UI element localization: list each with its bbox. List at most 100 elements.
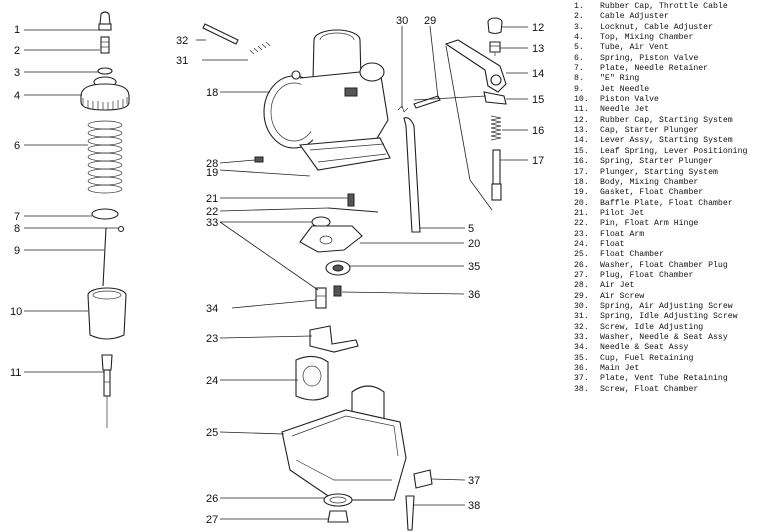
parts-legend-name: Pin, Float Arm Hinge [600,219,699,229]
callout-26: 26 [206,493,218,505]
parts-legend-name: Washer, Needle & Seat Assy [600,333,728,342]
parts-legend-item: 19.Gasket, Float Chamber [574,188,779,198]
parts-legend-number: 26. [574,260,589,270]
parts-legend-name: Gasket, Float Chamber [600,188,704,198]
callout-11: 11 [10,367,21,379]
parts-legend-number: 17. [574,167,589,177]
parts-legend-name: Rubber Cap, Starting System [600,115,733,125]
parts-legend-number: 20. [574,198,589,208]
parts-legend-item: 9.Jet Needle [574,85,779,95]
parts-legend-item: 20.Baffle Plate, Float Chamber [574,199,779,209]
callout-34: 34 [206,303,218,315]
callout-31: 31 [176,55,188,67]
parts-legend-name: Main Jet [600,364,640,374]
parts-legend-item: 28.Air Jet [574,281,779,291]
parts-legend-item: 29.Air Screw [574,292,779,302]
callout-33: 33 [206,217,218,229]
parts-legend-name: Needle & Seat Assy [600,343,689,353]
parts-legend-name: Plate, Needle Retainer [600,64,709,74]
parts-legend-name: Plate, Vent Tube Retaining [600,374,728,384]
parts-legend-item: 5.Tube, Air Vent [574,43,779,53]
callout-14: 14 [532,68,544,80]
parts-legend-number: 28. [574,281,589,291]
parts-legend-number: 9. [574,84,584,94]
parts-legend-name: Top, Mixing Chamber [600,33,694,43]
parts-legend-number: 15. [574,146,589,156]
callout-13: 13 [532,43,544,55]
parts-legend-number: 33. [574,333,589,342]
parts-legend-name: Rubber Cap, Throttle Cable [600,2,728,11]
callout-6: 6 [14,140,20,152]
leader-lines [24,25,528,520]
callout-38: 38 [468,500,480,512]
parts-legend-name: Locknut, Cable Adjuster [600,22,714,32]
parts-legend-item: 26.Washer, Float Chamber Plug [574,261,779,271]
callout-27: 27 [206,514,218,526]
parts-legend-item: 36. Main Jet [574,364,779,374]
parts-legend-item: 27.Plug, Float Chamber [574,271,779,281]
parts-legend-number: 35. [574,353,589,363]
parts-legend-number: 13. [574,126,589,136]
parts-legend-name: Piston Valve [600,95,659,105]
parts-legend-item: 37. Plate, Vent Tube Retaining [574,374,779,384]
callout-15: 15 [532,94,544,106]
parts-legend-name: Screw, Float Chamber [600,384,699,394]
parts-legend-item: 35.Cup, Fuel Retaining [574,354,779,364]
parts-legend-number: 34. [574,343,589,353]
parts-legend-item: 17. Plunger, Starting System [574,168,779,178]
parts-legend-name: Cable Adjuster [600,12,669,22]
callout-32: 32 [176,35,188,47]
callout-12: 12 [532,22,544,34]
parts-legend-name: Spring, Air Adjusting Screw [600,301,733,311]
parts-legend-number: 37. [574,374,589,384]
parts-legend-item: 14.Lever Assy, Starting System [574,136,779,146]
parts-legend-item: 32.Screw, Idle Adjusting [574,323,779,333]
parts-legend-number: 21. [574,208,589,218]
parts-legend-name: Tube, Air Vent [600,43,669,53]
callout-23: 23 [206,333,218,345]
parts-legend-number: 4. [574,33,584,43]
parts-legend-item: 30.Spring, Air Adjusting Screw [574,302,779,312]
callout-30: 30 [396,15,408,27]
parts-legend-number: 36. [574,364,589,374]
parts-legend-item: 31.Spring, Idle Adjusting Screw [574,312,779,322]
parts-legend-number: 6. [574,53,584,63]
parts-legend-number: 8. [574,74,584,84]
throttle-assembly [80,11,130,428]
callout-21: 21 [206,193,218,205]
parts-legend-number: 11. [574,105,589,115]
callout-20: 20 [468,238,480,250]
parts-legend-name: Float Arm [600,229,645,239]
parts-legend-item: 2. Cable Adjuster [574,12,779,22]
parts-legend-number: 12. [574,115,589,125]
parts-legend-name: Plug, Float Chamber [600,270,694,280]
parts-legend-number: 31. [574,312,589,322]
callout-7: 7 [14,211,20,223]
parts-legend-item: 3.Locknut, Cable Adjuster [574,23,779,33]
parts-legend-name: Spring, Starter Plunger [600,157,714,167]
parts-legend-item: 22.Pin, Float Arm Hinge [574,219,779,229]
callout-16: 16 [532,125,544,137]
parts-legend-number: 18. [574,177,589,187]
parts-legend-name: Spring, Piston Valve [600,53,699,63]
parts-legend-name: Plunger, Starting System [600,167,718,177]
parts-legend-item: 24.Float [574,240,779,250]
parts-legend-name: Needle Jet [600,105,650,115]
parts-legend-item: 15. Leaf Spring, Lever Positioning [574,147,779,157]
callout-24: 24 [206,375,218,387]
callout-19: 19 [206,167,218,179]
parts-legend-item: 25.Float Chamber [574,250,779,260]
callout-36: 36 [468,289,480,301]
parts-legend-name: Pilot Jet [600,208,645,218]
parts-legend-number: 32. [574,322,589,332]
parts-legend-name: Leaf Spring, Lever Positioning [600,146,748,156]
callout-35: 35 [468,261,480,273]
parts-legend-item: 4. Top, Mixing Chamber [574,33,779,43]
parts-legend-number: 2. [574,12,584,22]
parts-legend-item: 38.Screw, Float Chamber [574,385,779,395]
callout-18: 18 [206,87,218,99]
parts-legend-name: Float [600,239,625,249]
parts-legend-name: Lever Assy, Starting System [600,136,733,146]
callout-28: 28 [206,158,218,170]
